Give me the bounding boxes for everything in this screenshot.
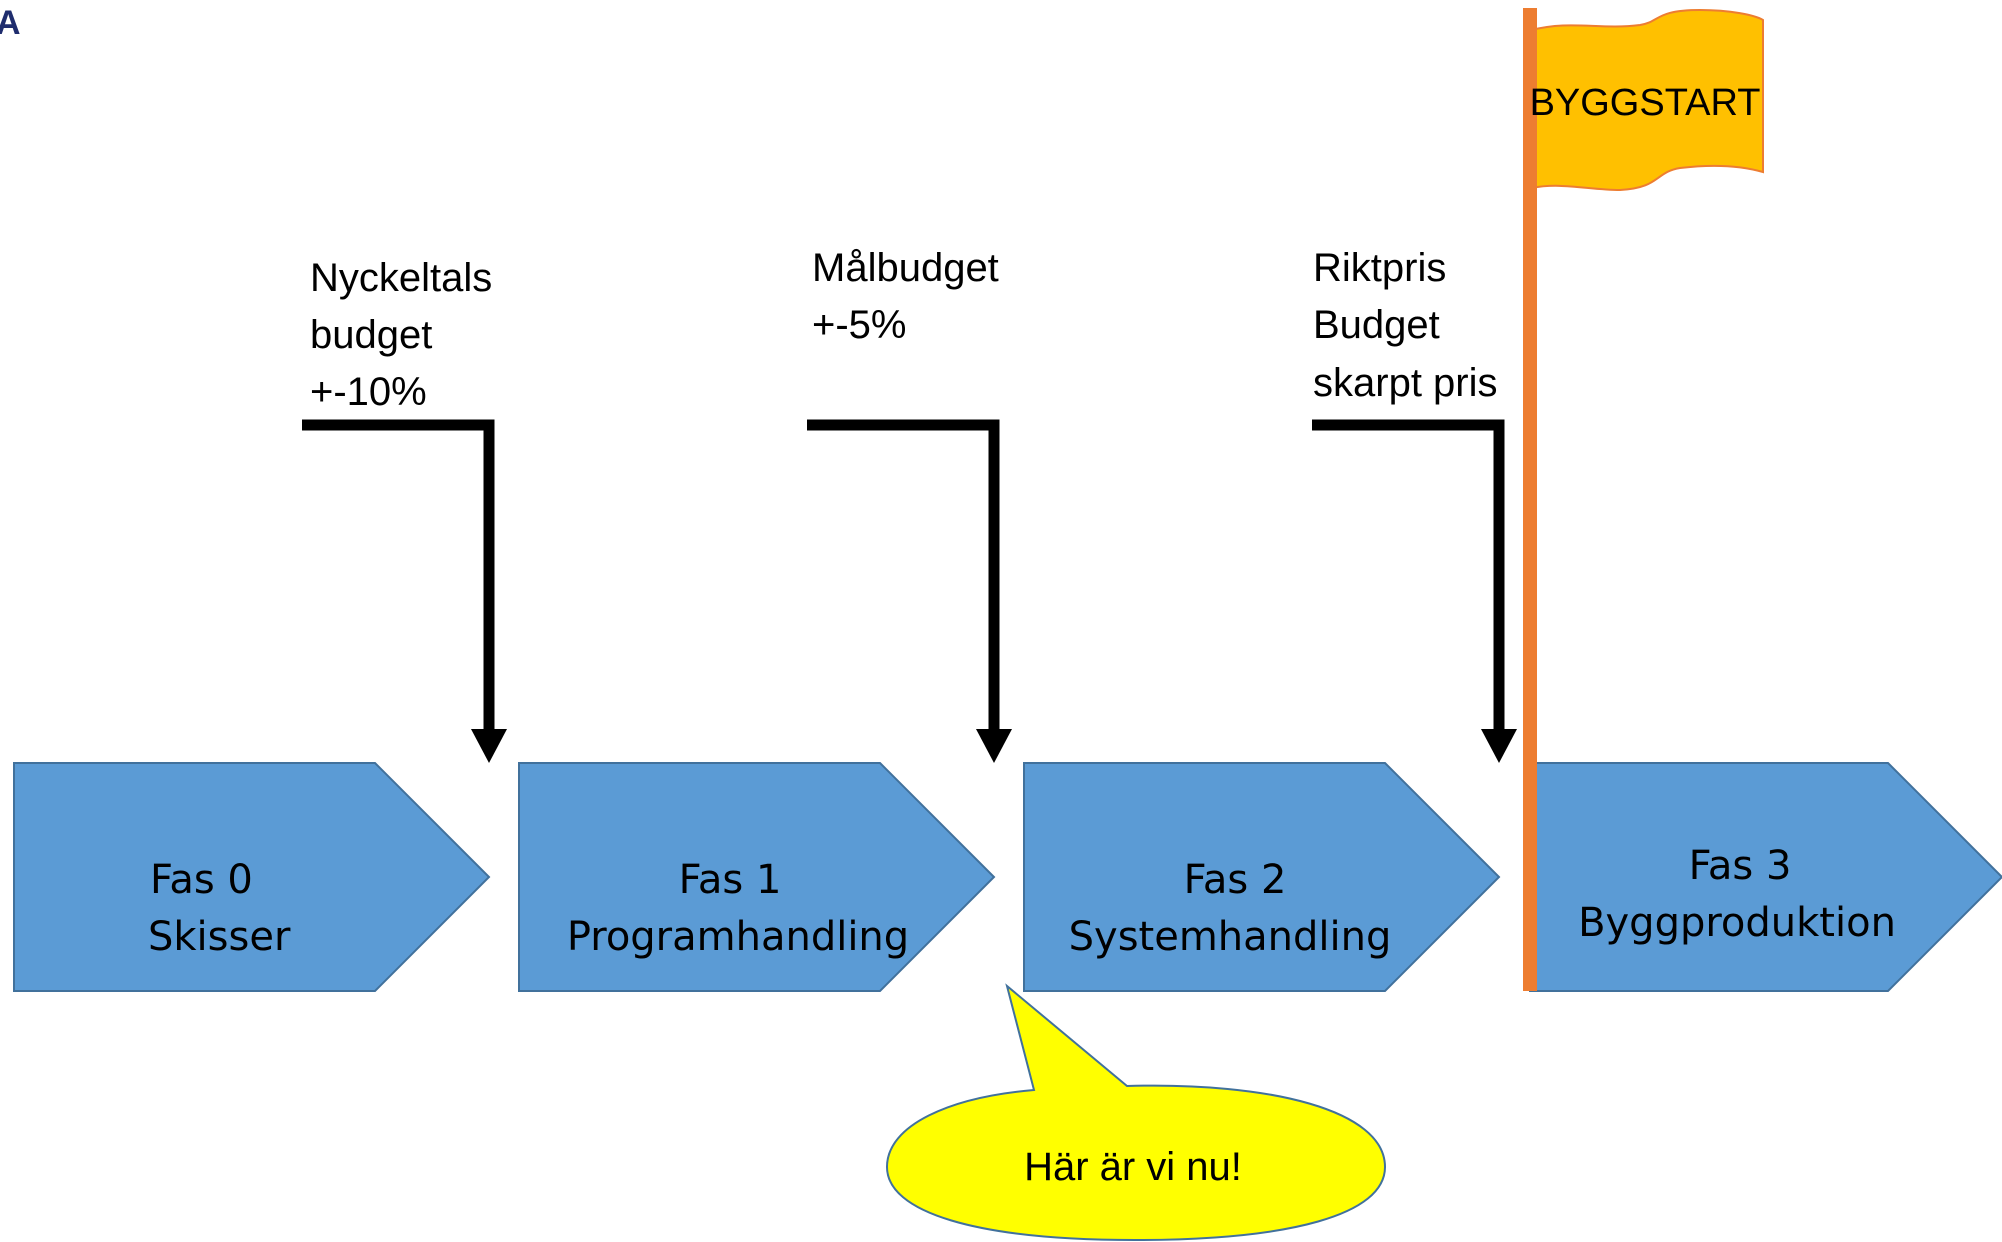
phase-1-title: Fas 1	[679, 857, 782, 903]
milestone-2-line-2: Budget	[1313, 303, 1440, 347]
byggstart-flag: BYGGSTART	[1523, 8, 1764, 991]
milestone-label-2: Riktpris Budget skarpt pris	[1313, 246, 1498, 405]
flag-pole	[1523, 8, 1537, 991]
phase-3-subtitle: Byggproduktion	[1578, 900, 1896, 946]
corner-mark: A	[0, 4, 21, 42]
phase-3-title: Fas 3	[1689, 843, 1792, 889]
milestone-label-1: Målbudget +-5%	[812, 246, 999, 347]
callout-text: Här är vi nu!	[1024, 1145, 1242, 1189]
milestone-arrow-1	[807, 419, 1012, 763]
milestone-1-line-2: +-5%	[812, 303, 907, 347]
milestone-label-0: Nyckeltals budget +-10%	[310, 256, 492, 414]
current-position-callout: Här är vi nu!	[885, 983, 1387, 1242]
phase-0-subtitle: Skisser	[148, 914, 291, 960]
milestone-0-line-1: Nyckeltals	[310, 256, 492, 300]
milestone-0-line-2: budget	[310, 313, 432, 357]
flag-label: BYGGSTART	[1530, 82, 1761, 124]
milestone-arrow-0	[302, 419, 507, 763]
phase-2-subtitle: Systemhandling	[1069, 914, 1392, 960]
milestone-1-line-1: Målbudget	[812, 246, 999, 290]
milestone-2-line-3: skarpt pris	[1313, 361, 1498, 405]
milestone-2-line-1: Riktpris	[1313, 246, 1446, 290]
phase-chevron-1: Fas 1 Programhandling	[518, 762, 996, 992]
milestone-0-line-3: +-10%	[310, 370, 427, 414]
phase-chevron-2: Fas 2 Systemhandling	[1023, 762, 1501, 992]
phase-0-title: Fas 0	[150, 857, 253, 903]
phase-chevron-0: Fas 0 Skisser	[13, 762, 491, 992]
phase-chevron-3: Fas 3 Byggproduktion	[1529, 762, 2002, 992]
milestone-arrow-2	[1312, 419, 1517, 763]
phase-2-title: Fas 2	[1184, 857, 1287, 903]
phase-1-subtitle: Programhandling	[567, 914, 909, 960]
